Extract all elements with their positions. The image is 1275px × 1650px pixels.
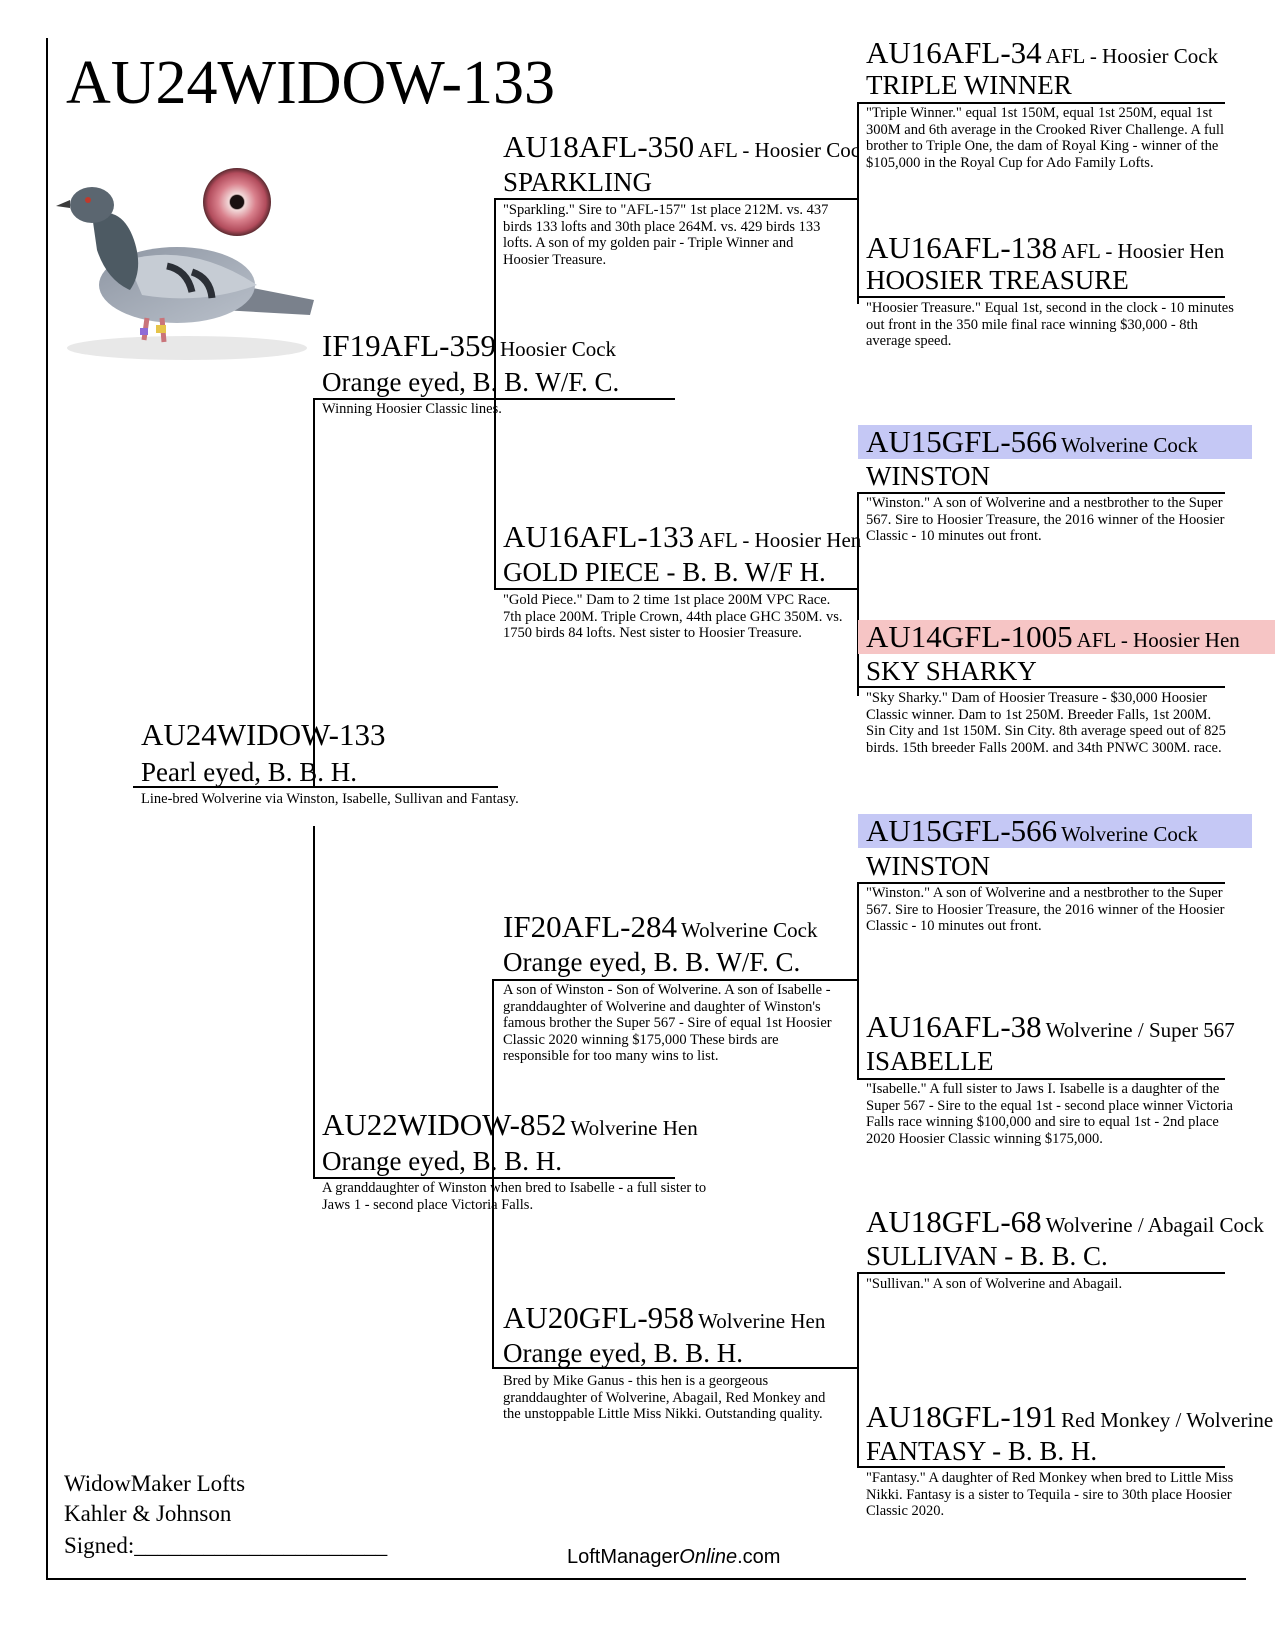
g3-3-underline bbox=[857, 686, 1225, 688]
g2-2-note: A son of Winston - Son of Wolverine. A s… bbox=[503, 982, 832, 1064]
g3-5-underline bbox=[857, 1078, 1225, 1080]
connector-g2-2 bbox=[857, 884, 859, 1080]
g2-2-id: IF20AFL-284 Wolverine Cock bbox=[503, 909, 818, 944]
connector-g2-0 bbox=[857, 104, 859, 304]
g3-7-note: "Fantasy." A daughter of Red Monkey when… bbox=[866, 1470, 1234, 1519]
g3-0-note: "Triple Winner." equal 1st 150M, equal 1… bbox=[866, 105, 1224, 171]
connector-g2-1 bbox=[857, 494, 859, 696]
g3-2-underline bbox=[857, 492, 1225, 494]
g3-6-id: AU18GFL-68 Wolverine / Abagail Cock bbox=[866, 1205, 1264, 1239]
connector-sire-down bbox=[494, 398, 496, 590]
g3-6-underline bbox=[857, 1272, 1225, 1274]
g2-1-line2: GOLD PIECE - B. B. W/F H. bbox=[503, 557, 826, 587]
dam-id: AU22WIDOW-852 Wolverine Hen bbox=[322, 1107, 698, 1142]
g3-5-note: "Isabelle." A full sister to Jaws I. Isa… bbox=[866, 1081, 1233, 1147]
g2-3-id: AU20GFL-958 Wolverine Hen bbox=[503, 1300, 826, 1335]
g2-0-note: "Sparkling." Sire to "AFL-157" 1st place… bbox=[503, 202, 829, 268]
connector-subject-dam bbox=[313, 826, 315, 1178]
g3-3-line2: SKY SHARKY bbox=[866, 656, 1037, 686]
g3-3-highlight bbox=[858, 620, 1275, 654]
subject-line2: Pearl eyed, B. B. H. bbox=[141, 757, 357, 787]
g2-3-line2: Orange eyed, B. B. H. bbox=[503, 1338, 743, 1368]
g2-1-id: AU16AFL-133 AFL - Hoosier Hen bbox=[503, 520, 862, 554]
connector-dam-down bbox=[492, 1177, 494, 1369]
page-title: AU24WIDOW-133 bbox=[66, 49, 556, 117]
g2-2-line2: Orange eyed, B. B. W/F. C. bbox=[503, 947, 801, 977]
dam-underline bbox=[313, 1177, 675, 1179]
sire-note: Winning Hoosier Classic lines. bbox=[322, 401, 502, 417]
g3-1-underline bbox=[857, 296, 1225, 298]
g3-2-highlight bbox=[858, 425, 1252, 459]
g3-5-line2: ISABELLE bbox=[866, 1046, 994, 1076]
g3-4-note: "Winston." A son of Wolverine and a nest… bbox=[866, 885, 1225, 934]
connector-dam-up bbox=[492, 979, 494, 1179]
g3-3-id: AU14GFL-1005 AFL - Hoosier Hen bbox=[866, 620, 1240, 654]
dam-note: A granddaughter of Winston when bred to … bbox=[322, 1180, 707, 1213]
subject-underline bbox=[133, 786, 498, 788]
g2-3-underline bbox=[492, 1367, 859, 1369]
g2-2-underline bbox=[492, 979, 859, 981]
g3-0-line2: TRIPLE WINNER bbox=[866, 70, 1072, 100]
g3-1-note: "Hoosier Treasure." Equal 1st, second in… bbox=[866, 300, 1234, 349]
connector-subject-sire bbox=[313, 400, 315, 788]
footer-brand[interactable]: LoftManagerOnline.com bbox=[567, 1546, 781, 1568]
pigeon-photo bbox=[52, 160, 317, 365]
g3-7-id: AU18GFL-191 Red Monkey / Wolverine bbox=[866, 1400, 1274, 1434]
g3-5-id: AU16AFL-38 Wolverine / Super 567 bbox=[866, 1010, 1235, 1044]
subject-note: Line-bred Wolverine via Winston, Isabell… bbox=[141, 791, 519, 807]
g3-4-highlight bbox=[858, 814, 1252, 848]
g3-4-underline bbox=[857, 882, 1225, 884]
owner-partners: Kahler & Johnson bbox=[64, 1501, 232, 1526]
g2-0-line2: SPARKLING bbox=[503, 167, 653, 197]
g3-6-note: "Sullivan." A son of Wolverine and Abaga… bbox=[866, 1276, 1123, 1292]
g3-6-line2: SULLIVAN - B. B. C. bbox=[866, 1241, 1108, 1271]
g3-2-note: "Winston." A son of Wolverine and a nest… bbox=[866, 495, 1225, 544]
g3-2-line2: WINSTON bbox=[866, 461, 990, 491]
g3-0-underline bbox=[857, 102, 1225, 104]
g2-1-note: "Gold Piece." Dam to 2 time 1st place 20… bbox=[503, 592, 843, 641]
sire-line2: Orange eyed, B. B. W/F. C. bbox=[322, 367, 620, 397]
g3-1-line2: HOOSIER TREASURE bbox=[866, 265, 1129, 295]
left-border-line bbox=[46, 38, 48, 1580]
g3-0-id: AU16AFL-34 AFL - Hoosier Cock bbox=[866, 36, 1219, 70]
g3-1-id: AU16AFL-138 AFL - Hoosier Hen bbox=[866, 231, 1225, 265]
g3-7-underline bbox=[857, 1466, 1225, 1468]
owner-name: WidowMaker Lofts bbox=[64, 1471, 246, 1496]
g3-7-line2: FANTASY - B. B. H. bbox=[866, 1436, 1098, 1466]
subject-id: AU24WIDOW-133 bbox=[141, 717, 386, 752]
g2-1-underline bbox=[494, 588, 859, 590]
g2-0-underline bbox=[494, 198, 859, 200]
g2-0-id: AU18AFL-350 AFL - Hoosier Cock bbox=[503, 130, 857, 164]
g3-2-id: AU15GFL-566 Wolverine Cock bbox=[866, 425, 1198, 459]
signature-line[interactable]: Signed:______________________ bbox=[64, 1533, 388, 1558]
g3-4-id: AU15GFL-566 Wolverine Cock bbox=[866, 814, 1198, 848]
sire-id: IF19AFL-359 Hoosier Cock bbox=[322, 328, 617, 363]
connector-g2-3 bbox=[857, 1274, 859, 1468]
g3-4-line2: WINSTON bbox=[866, 851, 990, 881]
dam-line2: Orange eyed, B. B. H. bbox=[322, 1146, 562, 1176]
g2-3-note: Bred by Mike Ganus - this hen is a georg… bbox=[503, 1373, 826, 1422]
bottom-border-line bbox=[46, 1578, 1246, 1580]
connector-sire-up bbox=[494, 198, 496, 400]
g3-3-note: "Sky Sharky." Dam of Hoosier Treasure - … bbox=[866, 690, 1226, 756]
